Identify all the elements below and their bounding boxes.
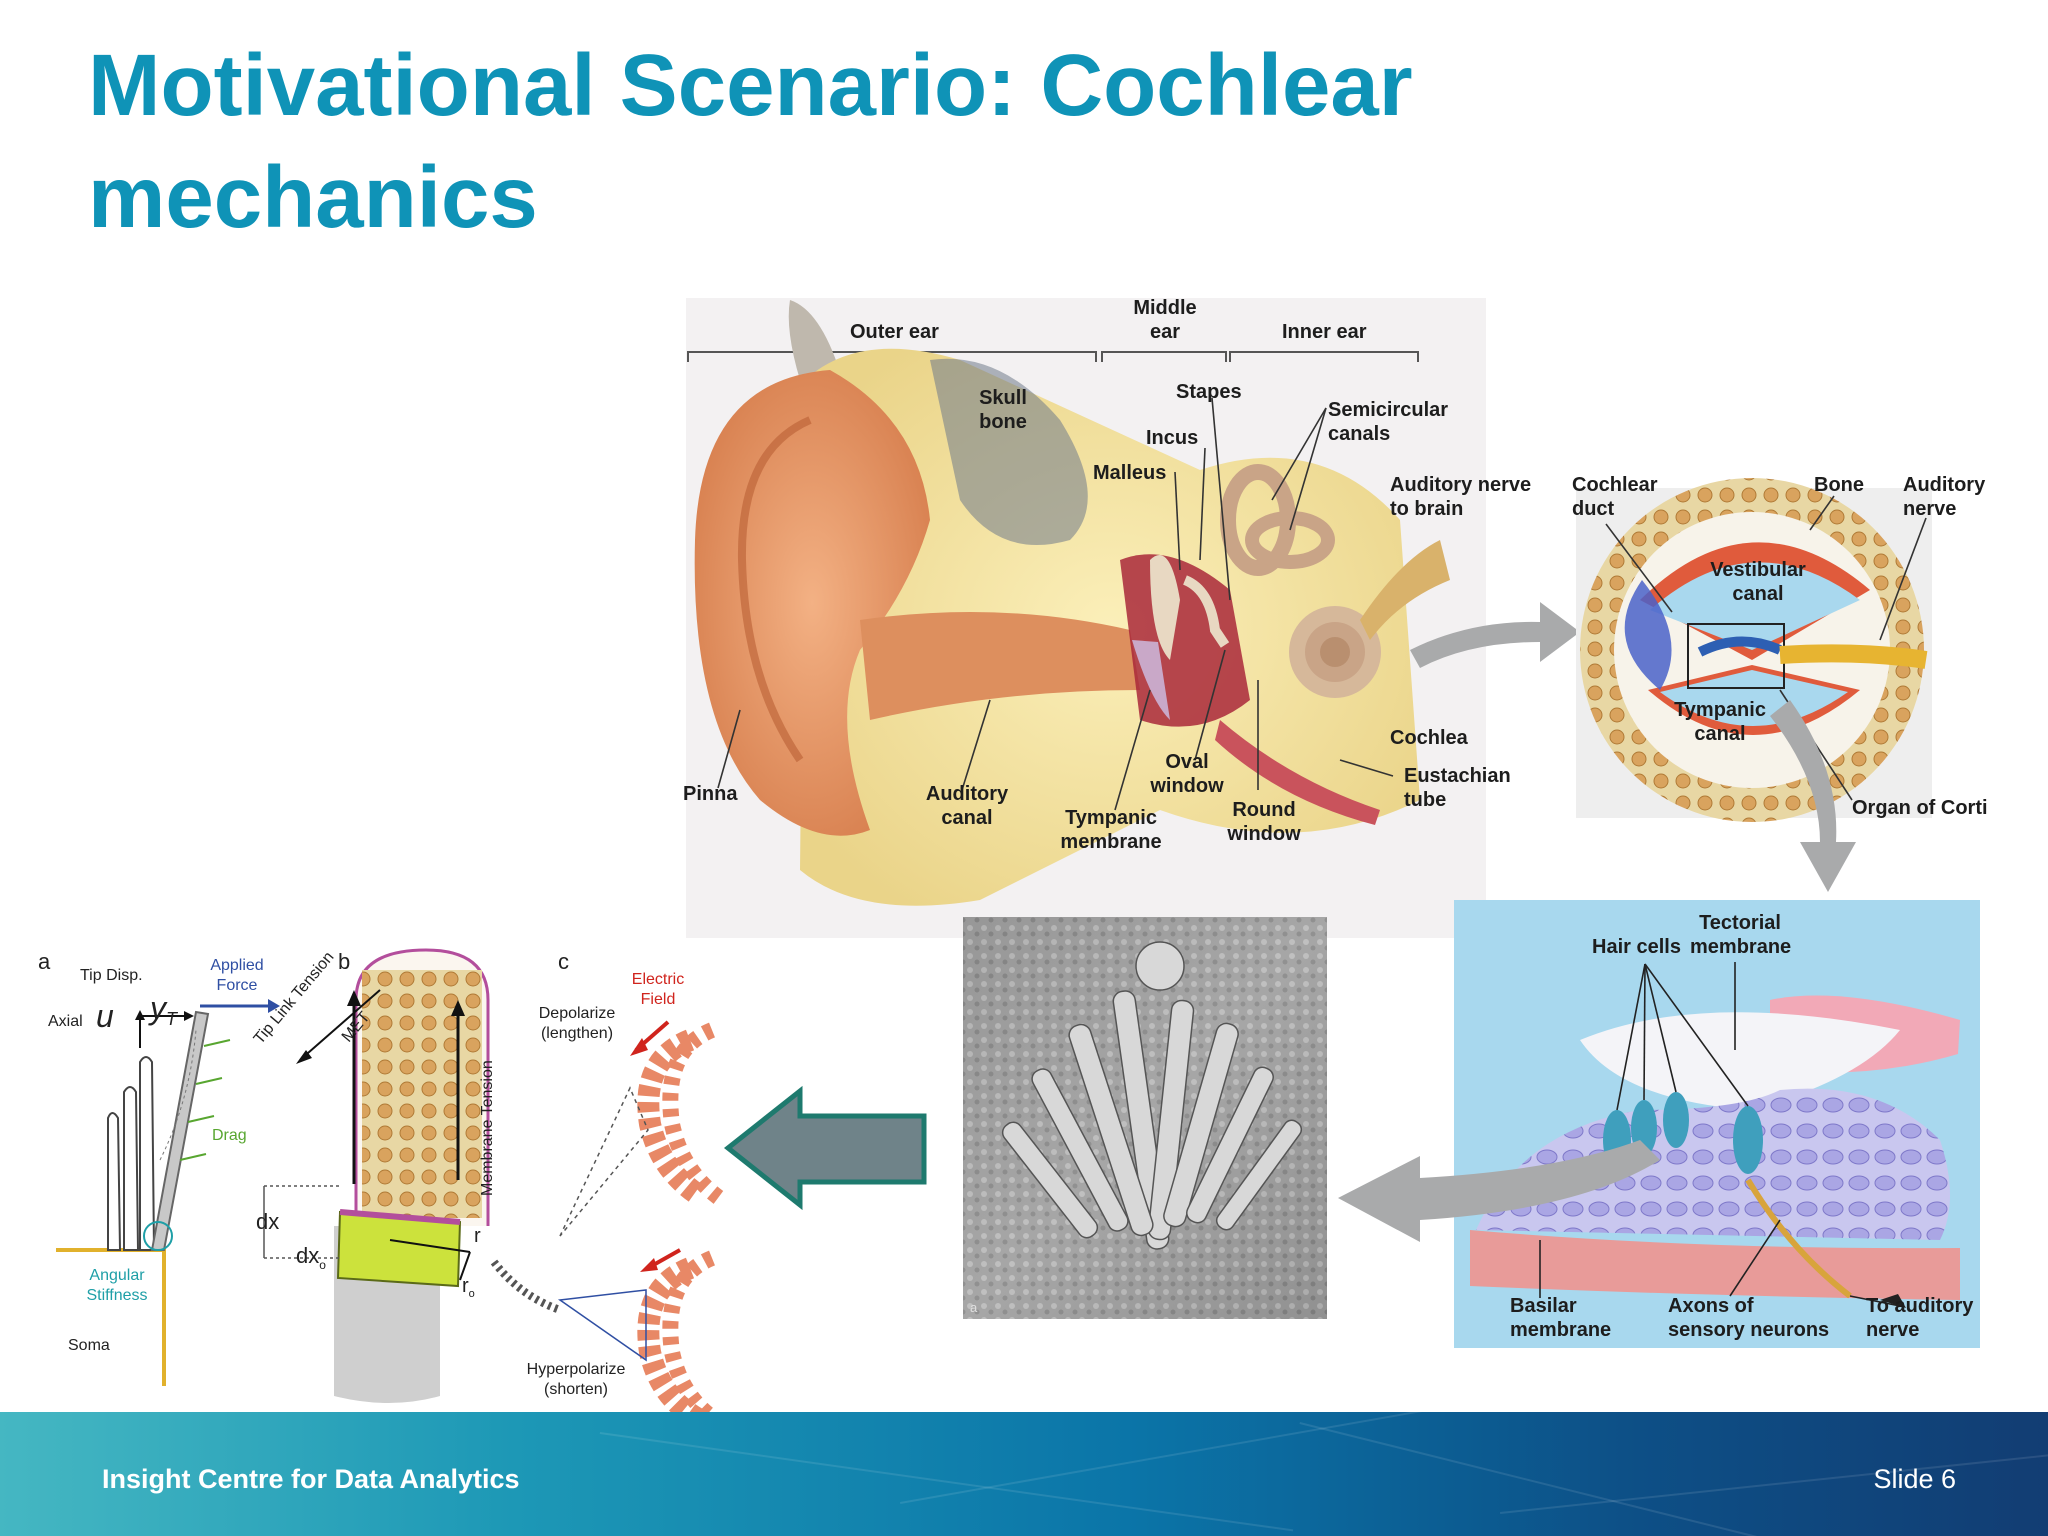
label-dx0-subscript: o — [319, 1258, 326, 1272]
arrow-down-icon — [1770, 700, 1856, 892]
label-outer-ear: Outer ear — [850, 321, 939, 343]
label-dx0-main: dx — [296, 1243, 320, 1268]
label-axons-of-sensory-neurons: Axons of sensory neurons — [1668, 1295, 1830, 1341]
label-r0-subscript: o — [468, 1288, 475, 1300]
label-to-auditory-nerve: To auditory nerve — [1866, 1295, 1974, 1341]
label-bone: Bone — [1814, 474, 1864, 496]
label-drag: Drag — [212, 1127, 247, 1144]
label-stapes: Stapes — [1176, 381, 1242, 403]
label-panel-b: b — [338, 949, 351, 974]
label-dx: dx — [256, 1209, 280, 1234]
slide-title-line-1: Motivational Scenario: Cochlear — [88, 37, 1413, 134]
label-angular-stiffness: Angular Stiffness — [86, 1267, 148, 1304]
label-oval-window: Oval window — [1150, 751, 1224, 797]
label-hair-cells: Hair cells — [1592, 936, 1681, 958]
label-applied-force: Applied Force — [210, 957, 264, 994]
footer-organization: Insight Centre for Data Analytics — [102, 1464, 520, 1494]
label-organ-of-corti: Organ of Corti — [1852, 797, 1988, 819]
cochlea-section-illustration — [1576, 478, 1932, 822]
label-dx0: dxo — [296, 1220, 326, 1277]
label-vestibular-canal: Vestibular canal — [1710, 559, 1806, 605]
label-cochlea: Cochlea — [1390, 727, 1468, 749]
label-panel-c: c — [558, 949, 569, 974]
label-axial: Axial — [48, 1013, 83, 1030]
label-malleus: Malleus — [1093, 462, 1167, 484]
footer-streak — [599, 1432, 1294, 1532]
label-sem-marker: a — [970, 1300, 978, 1315]
label-semicircular-canals: Semicircular canals — [1328, 399, 1449, 445]
label-tectorial-membrane: Tectorial membrane — [1690, 912, 1792, 958]
label-membrane-tension: Membrane Tension — [479, 1060, 496, 1196]
label-u: u — [96, 998, 114, 1034]
label-cochlear-duct: Cochlear duct — [1572, 474, 1658, 520]
hair-bundle-model-panel-a — [56, 999, 280, 1386]
label-panel-a: a — [38, 949, 51, 974]
big-arrow-left-icon — [723, 1085, 927, 1211]
label-skull-bone: Skull bone — [979, 387, 1027, 433]
label-hyperpolarize: Hyperpolarize (shorten) — [526, 1361, 626, 1398]
label-auditory-nerve-to-brain: Auditory nerve to brain — [1390, 474, 1532, 520]
organ-of-corti-illustration — [1454, 900, 1980, 1348]
label-auditory-canal: Auditory canal — [925, 783, 1009, 829]
sem-hair-bundle-image — [963, 917, 1327, 1319]
label-tip-disp: Tip Disp. — [80, 967, 143, 984]
label-y-t-subscript: T — [166, 1009, 177, 1029]
label-soma: Soma — [68, 1337, 110, 1354]
hair-bundle-model-panel-c — [557, 1020, 727, 1431]
label-pinna: Pinna — [683, 783, 738, 805]
label-inner-ear: Inner ear — [1282, 321, 1367, 343]
label-y-t-main: y — [150, 990, 166, 1026]
label-round-window: Round window — [1227, 799, 1301, 845]
label-electric-field: Electric Field — [631, 971, 685, 1008]
label-basilar-membrane: Basilar membrane — [1510, 1295, 1612, 1341]
label-depolarize: Depolarize (lengthen) — [538, 1005, 616, 1042]
label-middle-ear: Middle ear — [1133, 297, 1197, 343]
label-y-t: yT — [150, 954, 177, 1037]
label-r0: ro — [462, 1256, 475, 1304]
arrow-right-icon — [1410, 602, 1580, 668]
footer-slide-number: Slide 6 — [1873, 1464, 1956, 1494]
footer-streak — [1500, 1438, 2048, 1514]
footer-bar — [0, 1412, 2048, 1536]
label-tympanic-membrane: Tympanic membrane — [1060, 807, 1162, 853]
label-incus: Incus — [1146, 427, 1199, 449]
label-r0-main: r — [462, 1275, 469, 1297]
label-r: r — [474, 1225, 481, 1247]
slide-title-line-2: mechanics — [88, 149, 538, 246]
label-auditory-nerve: Auditory nerve — [1903, 474, 1986, 520]
label-eustachian-tube: Eustachian tube — [1404, 765, 1511, 811]
label-tympanic-canal: Tympanic canal — [1674, 699, 1766, 745]
arrow-left-curved-icon — [1338, 1140, 1660, 1242]
ear-anatomy-illustration — [686, 298, 1486, 938]
hair-bundle-model-panel-b — [263, 948, 562, 1403]
slide-title: Motivational Scenario: Cochlear mechanic… — [88, 30, 1588, 254]
